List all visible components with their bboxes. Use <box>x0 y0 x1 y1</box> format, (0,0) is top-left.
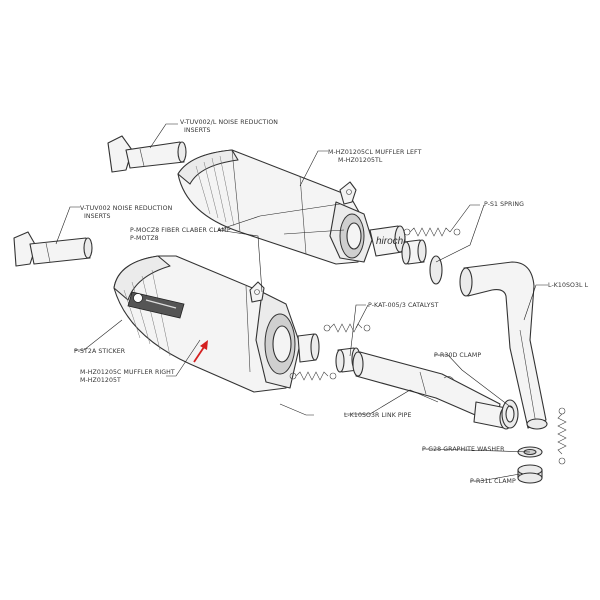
label-line: P-S1 SPRING <box>484 201 524 208</box>
label-muffler-right: M-HZ01205C MUFFLER RIGHT M-HZ01205T <box>80 369 175 384</box>
label-line: P-ST2A STICKER <box>74 348 126 355</box>
spring-upper <box>403 227 461 237</box>
noise-reduction-insert-right <box>13 231 93 267</box>
spring-right <box>557 407 567 465</box>
clamp-r30d <box>501 399 519 429</box>
label-line: INSERTS <box>184 127 211 134</box>
muffler-left <box>177 149 406 265</box>
label-link-left: L-K10SO3L L <box>548 282 589 289</box>
label-clamp-r31l: P-R31L CLAMP <box>470 478 516 485</box>
pointer-arrow <box>193 340 208 363</box>
label-noise-insert-right: V-TUV002 NOISE REDUCTION INSERTS <box>80 205 173 220</box>
label-line: INSERTS <box>84 213 111 220</box>
label-line: P-KAT-005/3 CATALYST <box>368 302 439 309</box>
label-line: P-MOTZ8 <box>130 235 159 242</box>
label-line: M-HZ01205TL <box>338 157 383 164</box>
clamp-r31l <box>517 464 543 484</box>
sticker <box>127 291 185 319</box>
link-pipe-left <box>459 261 548 430</box>
clamp-ring-upper <box>429 255 443 285</box>
label-line: M-HZ01205CL MUFFLER LEFT <box>328 149 422 156</box>
label-line: P-R31L CLAMP <box>470 478 516 485</box>
label-link-right: L-K10SO3R LINK PIPE <box>344 412 412 419</box>
label-line: P-G28 GRAPHITE WASHER <box>422 446 505 453</box>
label-line: V-TUV002 NOISE REDUCTION <box>80 205 173 212</box>
label-line: P-MOCZ8 FIBER CLABER CLAMP <box>130 227 231 234</box>
catalyst-upper <box>401 239 427 265</box>
label-line: V-TUV002/L NOISE REDUCTION <box>180 119 278 126</box>
label-line: M-HZ01205T <box>80 377 121 384</box>
label-clamp-mocz8: P-MOCZ8 FIBER CLABER CLAMP P-MOTZ8 <box>130 227 231 242</box>
label-muffler-left: M-HZ01205CL MUFFLER LEFT M-HZ01205TL <box>328 149 422 164</box>
label-line: L-K10SO3L L <box>548 282 589 289</box>
noise-reduction-insert-left <box>107 135 187 173</box>
label-clamp-r30d: P-R30D CLAMP <box>434 352 481 359</box>
label-sticker: P-ST2A STICKER <box>74 348 126 355</box>
muffler-right <box>113 255 320 393</box>
label-line: L-K10SO3R LINK PIPE <box>344 412 412 419</box>
spring-middle <box>323 323 371 333</box>
label-spring: P-S1 SPRING <box>484 201 524 208</box>
label-line: P-R30D CLAMP <box>434 352 481 359</box>
label-washer: P-G28 GRAPHITE WASHER <box>422 446 505 453</box>
label-line: M-HZ01205C MUFFLER RIGHT <box>80 369 175 376</box>
label-noise-insert-left: V-TUV002/L NOISE REDUCTION INSERTS <box>180 119 278 134</box>
label-catalyst: P-KAT-005/3 CATALYST <box>368 302 439 309</box>
leader-lines <box>55 123 548 482</box>
spring-lower <box>289 371 337 381</box>
watermark: hirochi <box>376 236 406 247</box>
